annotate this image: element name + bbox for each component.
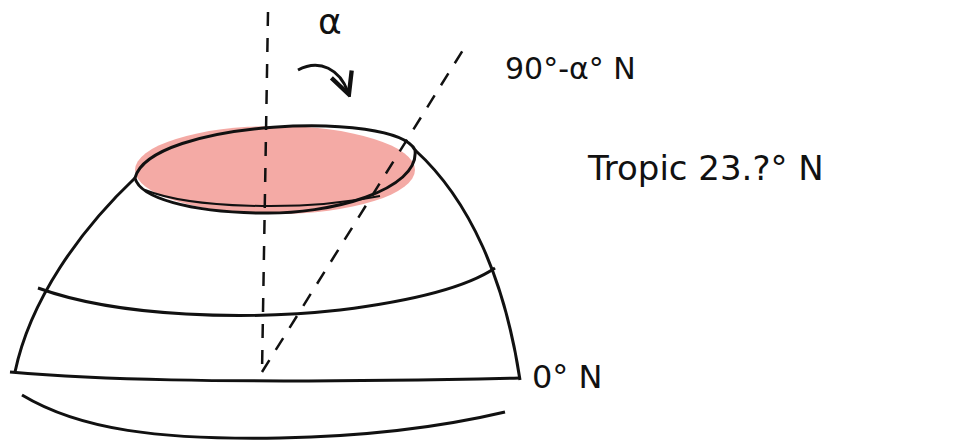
tropic-line xyxy=(38,268,495,315)
annotation-label: Tropic 23.?° N xyxy=(588,150,824,187)
angle-arrow xyxy=(298,65,348,92)
cap-rim-shadow xyxy=(145,190,380,206)
annotation-label: 90°-α° N xyxy=(505,52,636,85)
polar-cap xyxy=(135,126,415,214)
annotation-label: 0° N xyxy=(532,360,602,395)
base-curve xyxy=(22,395,505,438)
angle-ray xyxy=(262,42,468,372)
cap-outline xyxy=(135,126,415,213)
dome-left-side xyxy=(15,178,135,372)
dome-right-side xyxy=(415,150,520,380)
polar-axis xyxy=(262,12,268,372)
equator-line xyxy=(10,372,520,381)
annotation-label: α xyxy=(318,2,342,42)
